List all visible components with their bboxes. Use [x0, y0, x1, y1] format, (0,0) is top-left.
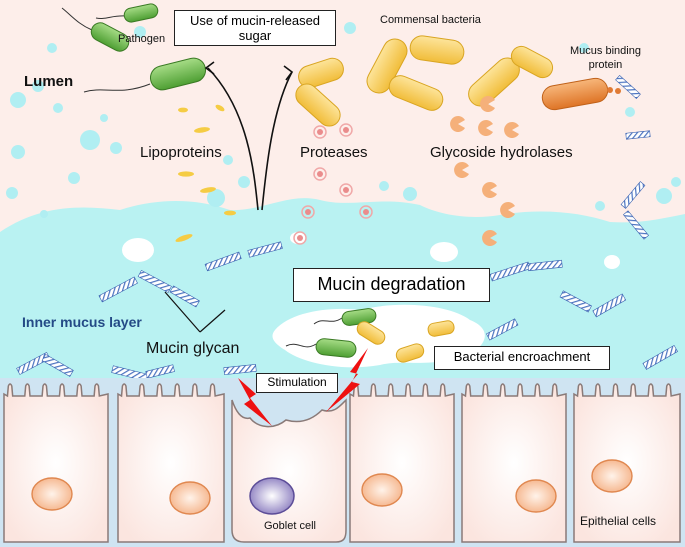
inner-mucus-layer-label: Inner mucus layer	[22, 314, 142, 330]
lipoproteins	[175, 104, 236, 242]
pathogen-label: Pathogen	[118, 33, 166, 45]
bacterial-encroachment-box: Bacterial encroachment	[434, 346, 610, 370]
epithelial-nucleus	[591, 459, 633, 493]
goblet-cell	[231, 398, 347, 543]
mucin-glycan-pointers	[164, 291, 226, 333]
glycoside-hydrolases-label: Glycoside hydrolases	[430, 144, 573, 161]
sugar-uptake-arrows	[204, 61, 294, 211]
use-of-mucin-sugar-box: Use of mucin-released sugar	[174, 10, 336, 46]
epithelial-nucleus	[169, 481, 211, 515]
goblet-cell-label: Goblet cell	[264, 520, 316, 532]
stimulation-bolts	[238, 348, 368, 426]
epithelial-cells	[3, 383, 681, 543]
epithelial-cells-label: Epithelial cells	[580, 514, 657, 528]
mucin-degradation-box: Mucin degradation	[293, 268, 490, 302]
lumen-label: Lumen	[24, 73, 74, 90]
epithelial-cell	[117, 383, 225, 543]
mucus-binding-protein-label: Mucus binding protein	[570, 45, 641, 71]
epithelial-nucleus	[515, 479, 557, 513]
mucus-bubbles	[6, 22, 681, 218]
mucin-glycan-label: Mucin glycan	[146, 340, 240, 357]
proteases-label: Proteases	[300, 144, 368, 161]
epithelial-nucleus	[31, 477, 73, 511]
epithelial-nucleus	[361, 473, 403, 507]
epithelial-cell	[461, 383, 567, 543]
epithelial-cell	[573, 383, 681, 543]
epithelial-cell	[349, 383, 455, 543]
stimulation-box: Stimulation	[256, 373, 338, 393]
pathogen-bacteria	[61, 3, 377, 358]
commensal-bacteria	[295, 35, 554, 363]
lipoproteins-label: Lipoproteins	[140, 144, 222, 161]
mucus-binding-protein-bacterium	[541, 77, 621, 111]
epithelial-cell	[3, 383, 109, 543]
commensal-bacteria-label: Commensal bacteria	[380, 14, 481, 26]
